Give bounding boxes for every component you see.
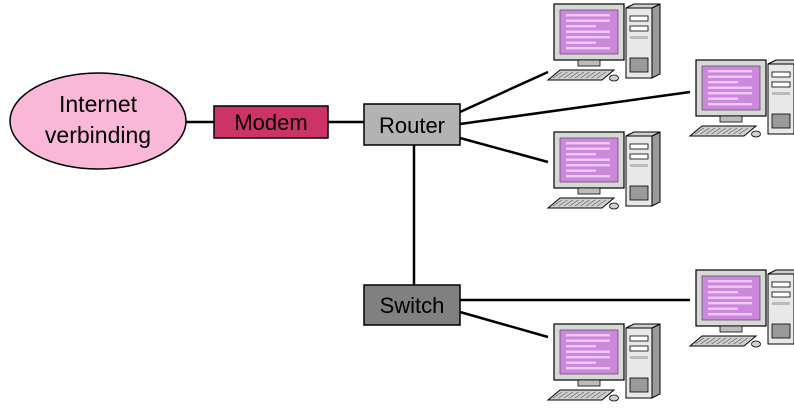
internet-cloud-shape (9, 72, 187, 170)
desktop-computer-icon (688, 59, 794, 138)
internet-label-line2: verbinding (45, 122, 151, 148)
link-router-computer-1 (459, 70, 549, 114)
desktop-computer-icon (546, 131, 661, 210)
internet-label-line1: Internet (59, 91, 138, 117)
link-router-computer-2 (459, 90, 691, 126)
modem-box (213, 105, 329, 139)
switch-box (363, 284, 461, 326)
router-box (363, 103, 461, 146)
link-switch-computer-5 (459, 310, 549, 339)
desktop-computer-icon (546, 3, 661, 82)
modem-node: Modem (213, 105, 329, 139)
router-node: Router (363, 103, 461, 146)
modem-label: Modem (234, 110, 307, 135)
link-router-computer-3 (459, 136, 549, 164)
desktop-computer-icon (688, 269, 794, 348)
router-label: Router (379, 113, 445, 138)
switch-node: Switch (363, 284, 461, 326)
computers-group (546, 3, 794, 402)
desktop-computer-icon (546, 323, 661, 402)
internet-connection-node: Internet verbinding (9, 72, 187, 170)
switch-label: Switch (380, 293, 445, 318)
connection-lines (186, 70, 691, 339)
